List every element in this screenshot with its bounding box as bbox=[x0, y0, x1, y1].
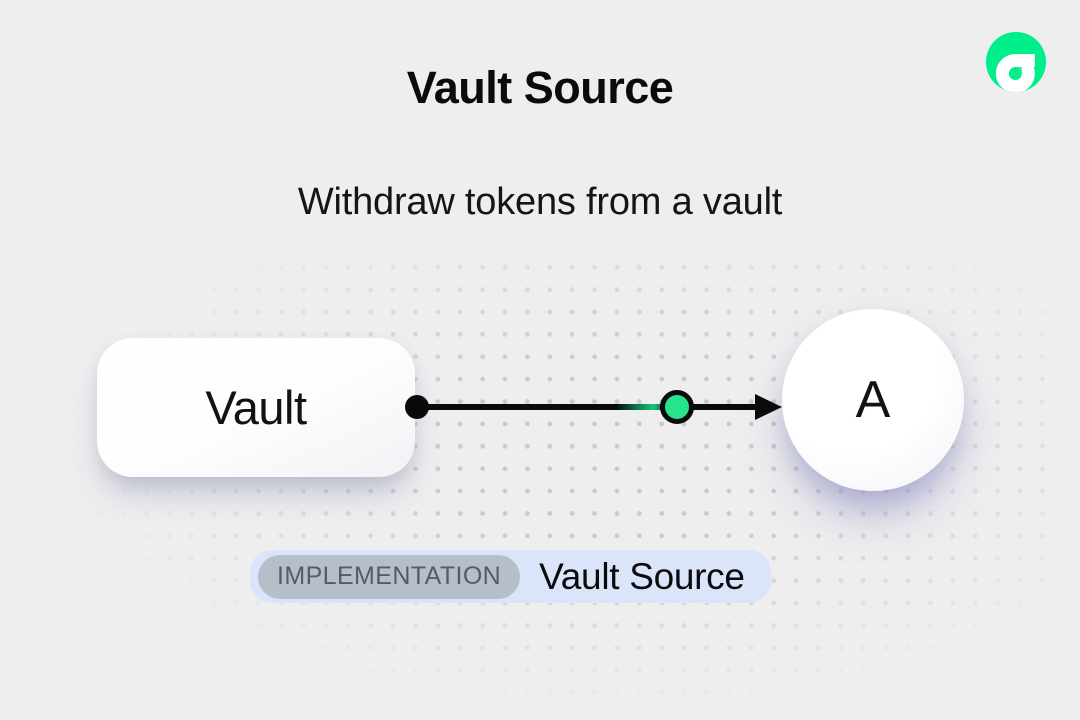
account-node-label: A bbox=[855, 371, 891, 429]
page-title: Vault Source bbox=[406, 62, 674, 113]
implementation-tag: IMPLEMENTATION bbox=[258, 554, 521, 599]
flow-logo bbox=[986, 32, 1046, 92]
implementation-badge: IMPLEMENTATION Vault Source bbox=[250, 550, 771, 603]
flow-logo-icon bbox=[986, 32, 1046, 92]
page-subtitle: Withdraw tokens from a vault bbox=[297, 181, 783, 223]
vault-node: Vault bbox=[97, 338, 415, 477]
connector-arrowhead-icon bbox=[755, 394, 782, 420]
connector-token-dot bbox=[660, 390, 694, 424]
connector-start-dot bbox=[405, 395, 429, 419]
connector-line bbox=[417, 404, 760, 410]
badge-label: Vault Source bbox=[539, 555, 745, 597]
vault-node-label: Vault bbox=[205, 381, 307, 434]
account-node: A bbox=[782, 309, 964, 491]
